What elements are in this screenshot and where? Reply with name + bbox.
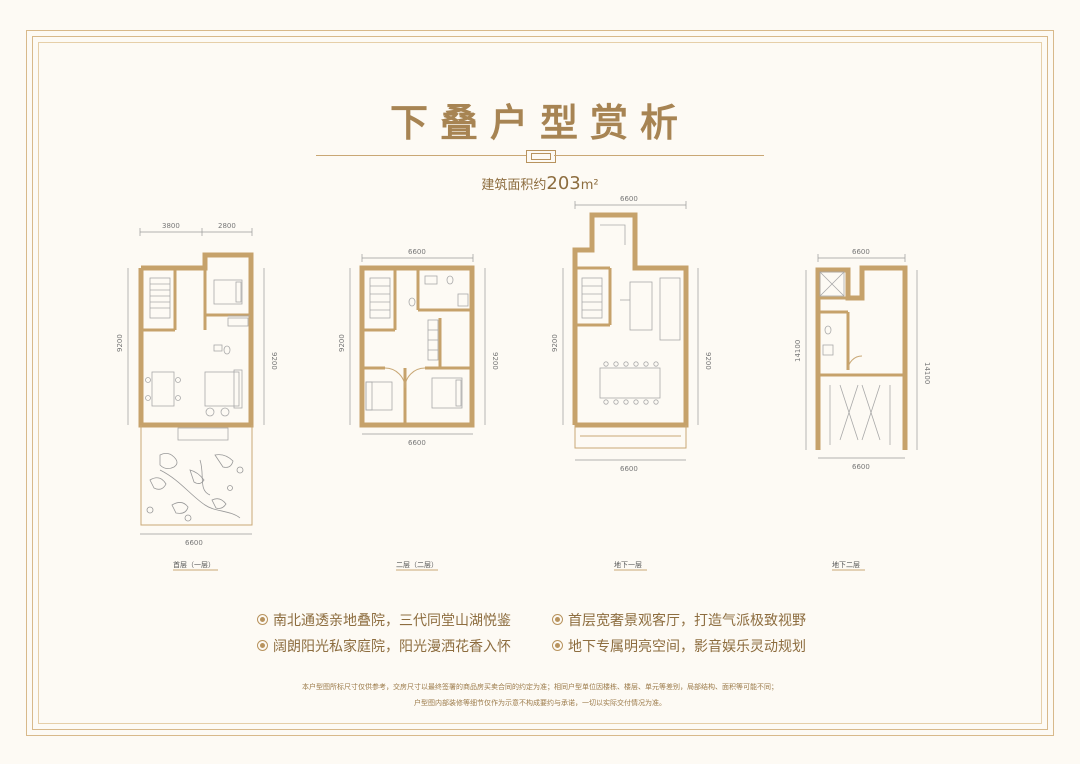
plan-label-second: 二层（二层） [396,561,438,569]
dim-top: 6600 [852,248,870,256]
area-label: 建筑面积约 [481,178,547,193]
plan-basement-1: 6600 9200 9200 6600 地下一层 [551,195,712,571]
disclaimer-line-2: 户型图内部装修等细节仅作为示意不构成要约与承诺，一切以实际交付情况为准。 [414,699,666,707]
dim-bottom: 6600 [408,439,426,447]
plan-ground-floor: 3800 2800 9200 9200 6600 [116,222,278,571]
plan-basement-2: 6600 14100 14100 6600 地下二层 [794,248,931,571]
dim-top-b: 2800 [218,222,236,230]
feature-text: 首层宽奢景观客厅，打造气派极致视野 [568,613,806,629]
feature-text: 地下专属明亮空间，影音娱乐灵动规划 [568,639,806,655]
feature-item: 首层宽奢景观客厅，打造气派极致视野 [552,608,806,634]
middle-frame [32,36,1048,730]
feature-text: 南北通透亲地叠院，三代同堂山湖悦鉴 [273,613,511,629]
outer-frame [26,30,1054,736]
features-left: 南北通透亲地叠院，三代同堂山湖悦鉴 阔朗阳光私家庭院，阳光漫洒花香入怀 [257,608,511,660]
inner-frame [38,42,1042,724]
area-unit: m² [580,178,599,193]
features-right: 首层宽奢景观客厅，打造气派极致视野 地下专属明亮空间，影音娱乐灵动规划 [552,608,806,660]
area-value: 203 [546,173,581,194]
dim-top: 6600 [620,195,638,203]
bullet-icon [552,640,563,651]
plan-label-basement-1: 地下一层 [614,560,642,569]
plan-second-floor: 6600 9200 9200 6600 [338,248,499,571]
dim-bottom: 6600 [620,465,638,473]
dim-left: 9200 [338,334,346,352]
dim-left: 14100 [794,340,802,362]
page-title: 下叠户型赏析 [389,100,690,145]
dim-left: 9200 [116,334,124,352]
bullet-icon [257,614,268,625]
dim-right: 9200 [270,352,278,370]
dim-bottom: 6600 [852,463,870,471]
title-rule-left [316,155,526,156]
feature-item: 地下专属明亮空间，影音娱乐灵动规划 [552,634,806,660]
plan-label-basement-2: 地下二层 [832,560,860,569]
bullet-icon [257,640,268,651]
dim-left: 9200 [551,334,559,352]
dim-right: 14100 [923,362,931,384]
dim-top: 6600 [408,248,426,256]
title-ornament [526,150,556,163]
dim-right: 9200 [704,352,712,370]
title-rule-right [554,155,764,156]
disclaimer-line-1: 本户型图所标尺寸仅供参考，交房尺寸以最终签署的商品房买卖合同的约定为准；相同户型… [302,683,778,691]
bullet-icon [552,614,563,625]
dim-right: 9200 [491,352,499,370]
dim-top-a: 3800 [162,222,180,230]
feature-text: 阔朗阳光私家庭院，阳光漫洒花香入怀 [273,639,511,655]
feature-item: 南北通透亲地叠院，三代同堂山湖悦鉴 [257,608,511,634]
area-info: 建筑面积约203m² [0,173,1080,194]
plan-label-ground: 首层（一层） [173,560,215,569]
feature-item: 阔朗阳光私家庭院，阳光漫洒花香入怀 [257,634,511,660]
dim-bottom: 6600 [185,539,203,547]
